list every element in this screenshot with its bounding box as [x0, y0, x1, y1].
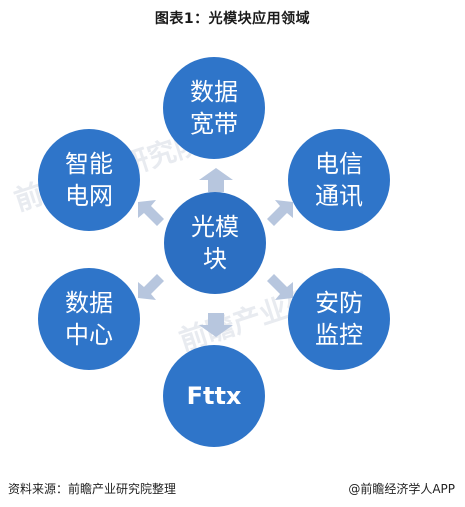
arrow-lower-left-icon	[138, 274, 164, 300]
arrow-lower-right-icon	[267, 274, 293, 300]
node-smart-grid: 智能电网	[38, 129, 140, 231]
arrow-up-icon	[199, 168, 233, 192]
arrow-upper-left-icon	[138, 200, 164, 226]
source-note: 资料来源：前瞻产业研究院整理	[8, 482, 177, 496]
node-data-broadband: 数据宽带	[163, 57, 265, 159]
figure-title: 图表1：光模块应用领域	[154, 11, 311, 27]
arrow-down-icon	[199, 313, 233, 337]
arrow-upper-right-icon	[267, 200, 293, 226]
center-node-optical-module: 光模块	[164, 192, 266, 294]
node-data-center: 数据中心	[38, 268, 140, 370]
node-security-monitoring: 安防监控	[288, 268, 390, 370]
node-fttx: Fttx	[163, 345, 265, 447]
node-telecom: 电信通讯	[288, 129, 390, 231]
brand-credit: @前瞻经济学人APP	[348, 482, 455, 496]
